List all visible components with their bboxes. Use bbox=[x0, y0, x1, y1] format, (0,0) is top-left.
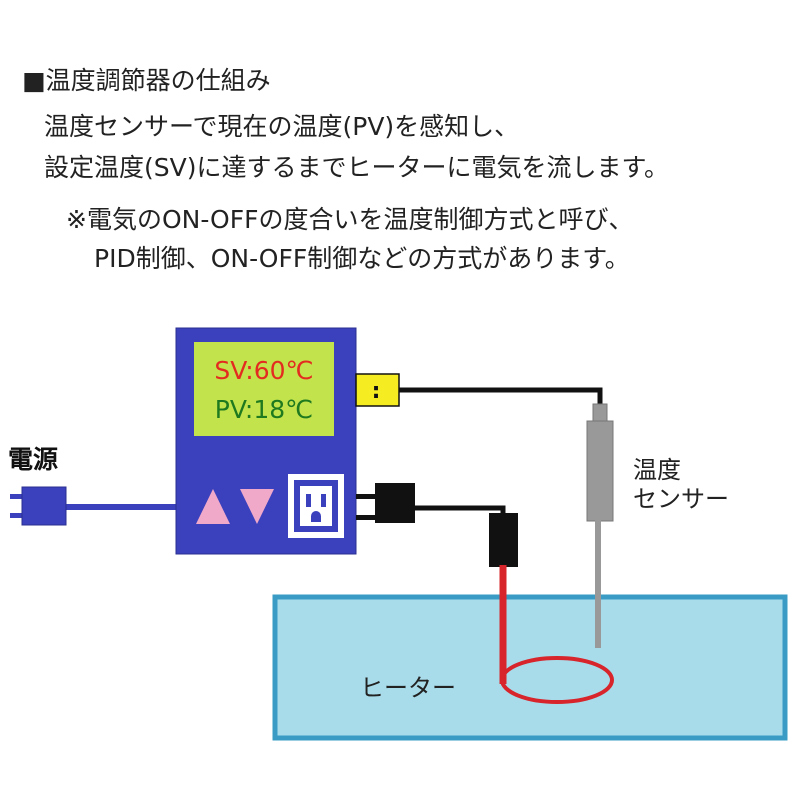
heater-coil bbox=[500, 656, 614, 704]
sensor-label-line2: センサー bbox=[633, 485, 729, 513]
sv-readout: SV:60℃ bbox=[214, 356, 313, 385]
controller-display bbox=[194, 342, 334, 436]
sensor-connector bbox=[355, 373, 400, 407]
down-arrow-button[interactable] bbox=[240, 489, 274, 524]
description-line-1: 温度センサーで現在の温度(PV)を感知し、 bbox=[44, 112, 520, 141]
heater-cable-housing bbox=[489, 513, 518, 567]
power-outlet-icon bbox=[288, 474, 344, 538]
diagram-heading: ■温度調節器の仕組み bbox=[22, 66, 271, 95]
description-line-2: 設定温度(SV)に達するまでヒーターに電気を流します。 bbox=[44, 153, 669, 182]
heater-plug-icon bbox=[356, 483, 415, 523]
sensor-connector-mark: : bbox=[372, 379, 381, 404]
water-tank bbox=[272, 594, 788, 741]
sensor-probe-top bbox=[592, 403, 608, 423]
power-label: 電源 bbox=[8, 445, 58, 474]
up-arrow-button[interactable] bbox=[196, 489, 230, 524]
sensor-label-line1: 温度 bbox=[633, 456, 681, 484]
sensor-probe-body bbox=[586, 420, 614, 522]
heater-label: ヒーター bbox=[360, 674, 456, 702]
power-plug-icon bbox=[10, 486, 67, 526]
note-line-2: PID制御、ON-OFF制御などの方式があります。 bbox=[94, 244, 630, 273]
pv-readout: PV:18℃ bbox=[215, 395, 313, 424]
note-line-1: ※電気のON-OFFの度合いを温度制御方式と呼び、 bbox=[66, 205, 634, 234]
sensor-cable bbox=[399, 387, 603, 408]
